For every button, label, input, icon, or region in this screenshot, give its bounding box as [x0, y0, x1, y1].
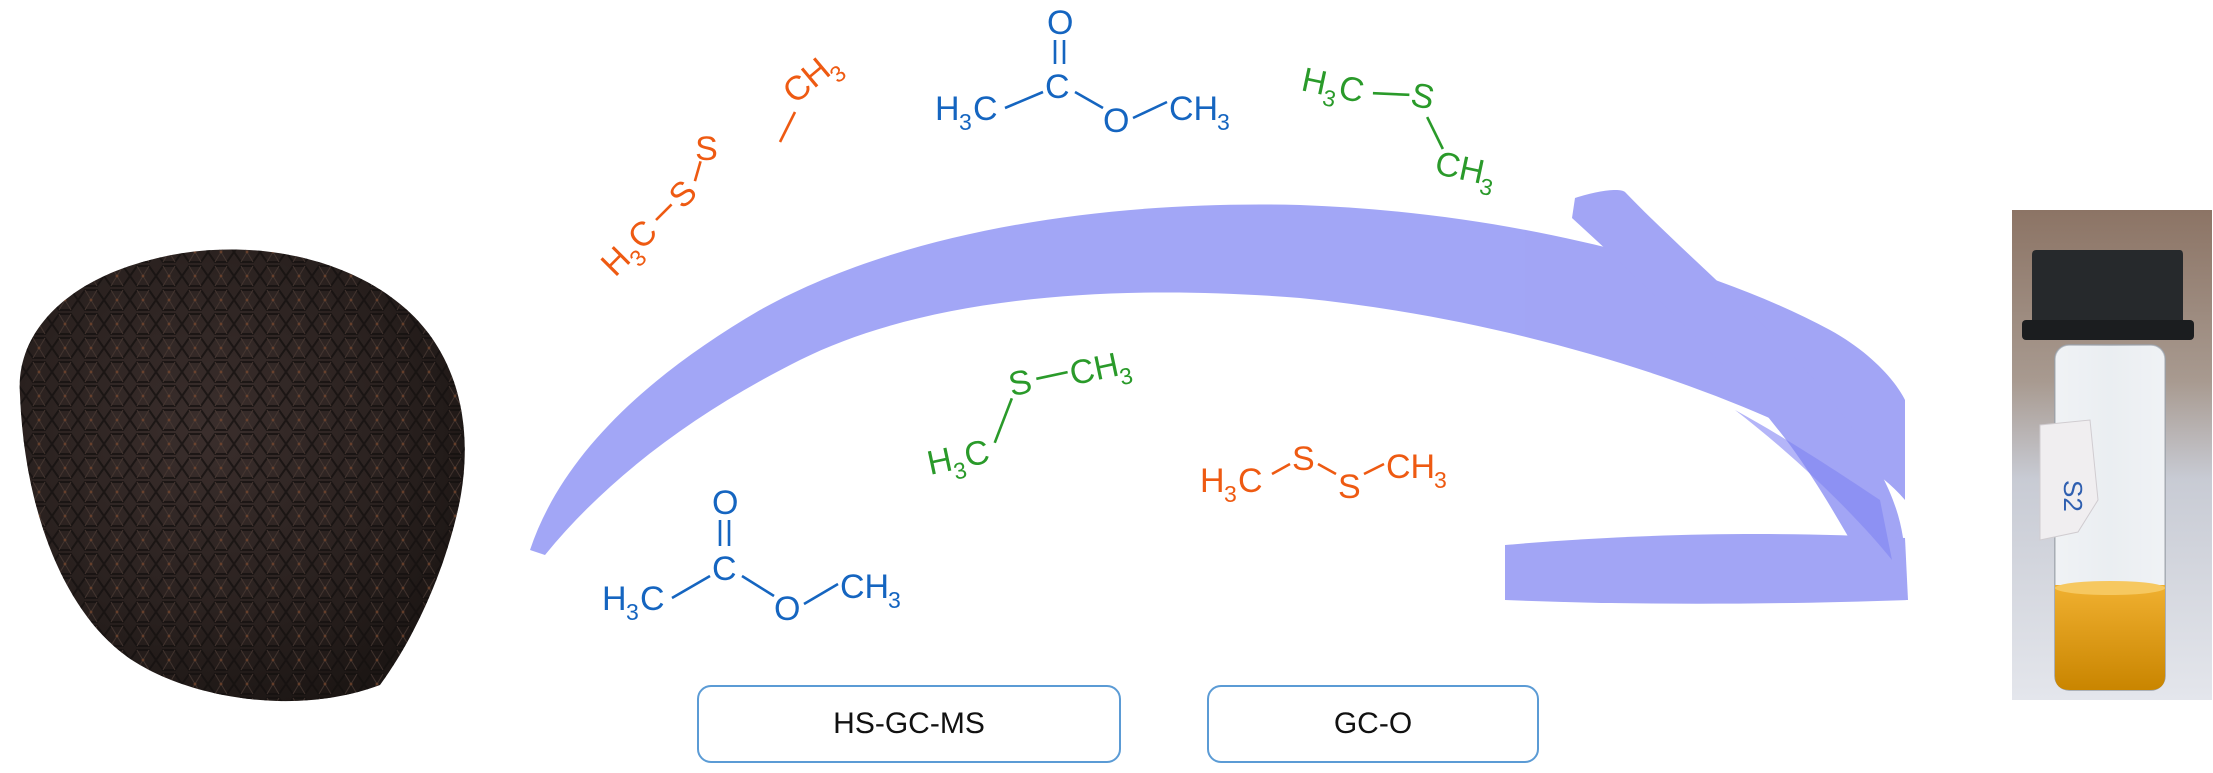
- bond: [655, 203, 673, 221]
- atom-s: S: [695, 130, 718, 168]
- atom-s: S: [1408, 76, 1438, 118]
- method-hs-gc-ms-box: HS-GC-MS: [697, 685, 1121, 763]
- atom-sub: 3: [1224, 481, 1237, 507]
- bond: [1074, 90, 1104, 110]
- atom-ch: CH: [1169, 90, 1218, 128]
- bond: [1317, 462, 1337, 476]
- atom-o: O: [1103, 102, 1129, 140]
- atom-c: C: [640, 580, 665, 618]
- bond: [778, 111, 797, 143]
- atom-s: S: [1338, 468, 1361, 506]
- bond: [671, 574, 711, 600]
- atom-c: C: [1238, 462, 1263, 500]
- truffle-image: [19, 249, 465, 702]
- molecule-dimethyl-sulfide-bottom: H 3 C S CH 3: [924, 346, 1135, 485]
- molecule-dimethyl-disulfide-top-tail: CH 3: [776, 50, 851, 143]
- molecule-dimethyl-disulfide-top: H 3 C S S: [594, 130, 718, 284]
- bond: [993, 397, 1014, 444]
- process-arrow: [530, 190, 1908, 604]
- bond: [1271, 462, 1291, 476]
- atom-ch: CH: [840, 568, 889, 606]
- atom-c: C: [1045, 68, 1070, 106]
- atom-sub: 3: [1217, 109, 1230, 135]
- bond: [741, 574, 775, 598]
- atom-sub: 3: [1117, 362, 1135, 390]
- atom-o: O: [712, 484, 738, 522]
- atom-o: O: [774, 590, 800, 628]
- molecule-dimethyl-sulfide-top: H 3 C S CH 3: [1298, 61, 1495, 201]
- atom-s: S: [1292, 440, 1315, 478]
- bond: [1004, 90, 1044, 110]
- atom-sub: 3: [959, 109, 972, 135]
- method-label: HS-GC-MS: [833, 707, 985, 740]
- bond: [1372, 91, 1410, 97]
- atom-sub: 3: [1477, 173, 1495, 201]
- bond: [1425, 116, 1445, 150]
- molecule-methyl-acetate-top: H 3 C C O O CH 3: [935, 4, 1230, 140]
- bond: [803, 582, 839, 606]
- bond: [1036, 370, 1068, 381]
- vial-image: S2: [2012, 210, 2212, 700]
- atom-c: C: [973, 90, 998, 128]
- bond: [1132, 100, 1168, 120]
- method-gc-o-box: GC-O: [1207, 685, 1539, 763]
- atom-h: H: [1200, 462, 1225, 500]
- atom-ch: CH: [776, 50, 838, 111]
- atom-sub: 3: [951, 457, 969, 485]
- atom-c: C: [1336, 69, 1368, 111]
- atom-ch: CH: [1066, 346, 1122, 393]
- method-label: GC-O: [1333, 707, 1413, 740]
- molecule-methyl-acetate-bottom: H 3 C C O O CH 3: [602, 484, 901, 628]
- molecule-dimethyl-disulfide-bottom: H 3 C S S CH 3: [1200, 440, 1447, 507]
- bond: [1363, 462, 1385, 476]
- bond: [693, 160, 702, 182]
- atom-sub: 3: [626, 599, 639, 625]
- atom-sub: 3: [1320, 84, 1338, 112]
- atom-sub: 3: [888, 587, 901, 613]
- atom-h: H: [935, 90, 960, 128]
- atom-ch: CH: [1386, 448, 1435, 486]
- atom-h: H: [602, 580, 627, 618]
- atom-sub: 3: [1434, 467, 1447, 493]
- vial-label: S2: [2058, 480, 2088, 512]
- atom-c: C: [712, 550, 737, 588]
- atom-o: O: [1047, 4, 1073, 42]
- atom-s: S: [1005, 362, 1035, 404]
